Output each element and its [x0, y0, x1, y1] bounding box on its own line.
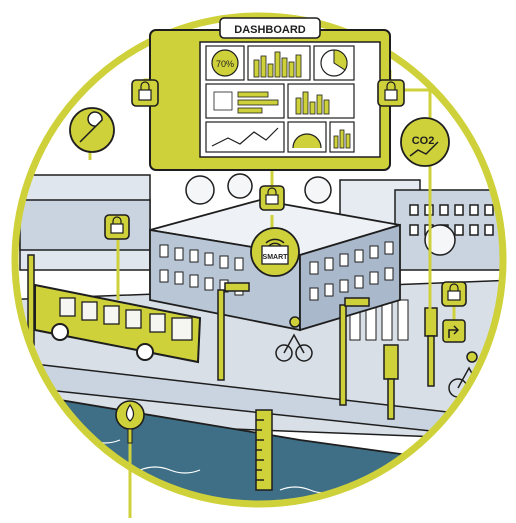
- lock-icon: [132, 80, 158, 106]
- lock-icon: [105, 215, 129, 239]
- gauge-percent-label: 70%: [216, 59, 234, 69]
- smart-label: SMART: [263, 254, 289, 261]
- lock-icon: [260, 186, 284, 210]
- turn-right-arrow-icon: [443, 320, 465, 342]
- lock-icon: [442, 282, 466, 306]
- co2-label: CO2: [412, 135, 435, 147]
- dashboard-title: DASHBOARD: [234, 24, 306, 36]
- dashboard-monitor: [150, 18, 390, 170]
- water-level-gauge: [256, 410, 272, 490]
- lock-icon: [378, 80, 404, 106]
- smart-sign: [251, 228, 299, 276]
- wrench-icon: [70, 108, 114, 152]
- pie-chart: [321, 50, 347, 76]
